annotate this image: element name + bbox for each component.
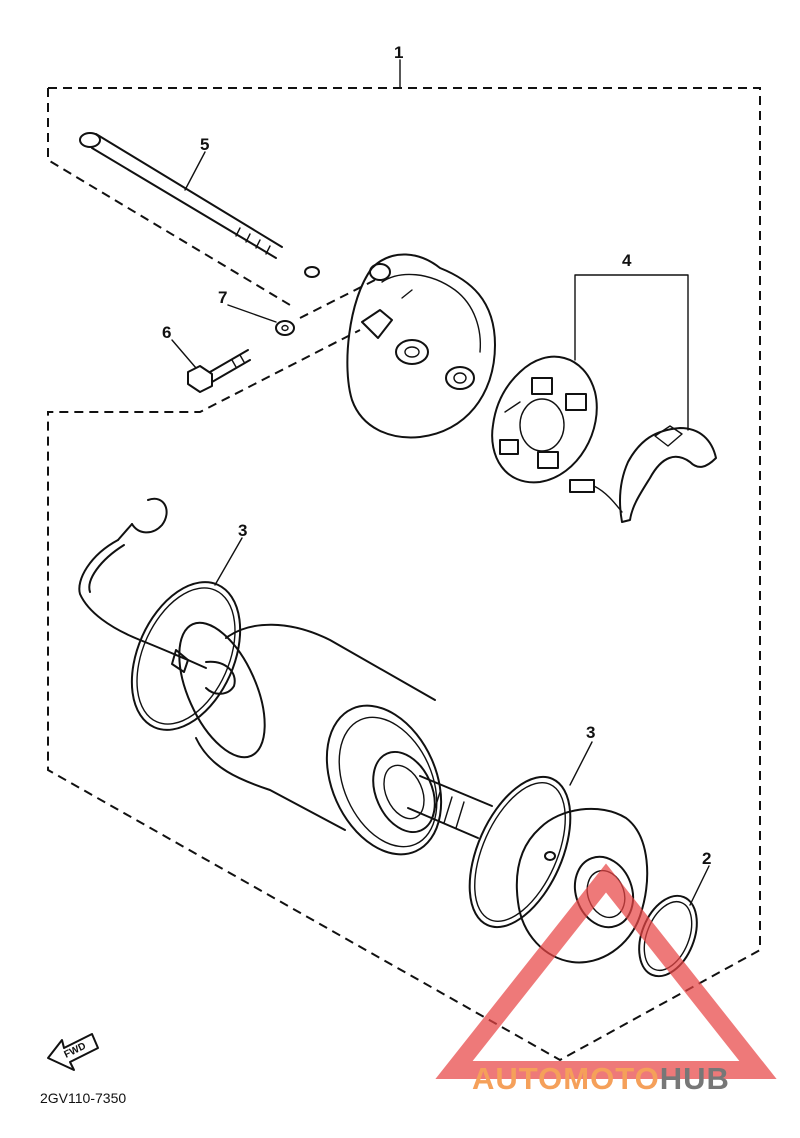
fwd-label: FWD (62, 1041, 87, 1061)
part-code: 2GV110-7350 (40, 1090, 126, 1106)
rear-cover (346, 253, 496, 439)
o-ring-front (468, 775, 572, 929)
callout-1: 1 (394, 43, 403, 62)
callout-5: 5 (200, 135, 209, 154)
callout-labels: 1 2 3 3 4 5 6 7 (162, 43, 711, 868)
through-bolt (79, 132, 283, 259)
o-ring-rear (130, 581, 242, 731)
callout-3-front: 3 (586, 723, 595, 742)
clip (304, 266, 320, 278)
leader-lines (171, 59, 710, 906)
callout-2: 2 (702, 849, 711, 868)
watermark-text: AUTOMOTOHUB (472, 1061, 730, 1096)
motor-yoke (178, 621, 443, 856)
watermark-text-part2: HUB (660, 1061, 730, 1096)
brush-holder (491, 355, 598, 484)
callout-7: 7 (218, 288, 227, 307)
callout-3-rear: 3 (238, 521, 247, 540)
brush-lead (569, 425, 717, 523)
watermark: AUTOMOTOHUB (435, 863, 777, 1096)
watermark-triangle-icon (435, 863, 777, 1079)
washer (275, 320, 295, 336)
lead-wire (78, 497, 236, 695)
callout-4: 4 (622, 251, 632, 270)
front-cover (515, 807, 649, 964)
callout-6: 6 (162, 323, 171, 342)
watermark-text-part1: AUTOMOTO (472, 1061, 660, 1096)
screw (187, 349, 251, 393)
assembly-boundary (47, 87, 761, 1062)
armature-shaft (407, 775, 493, 839)
fwd-arrow-icon: FWD (47, 1033, 99, 1071)
